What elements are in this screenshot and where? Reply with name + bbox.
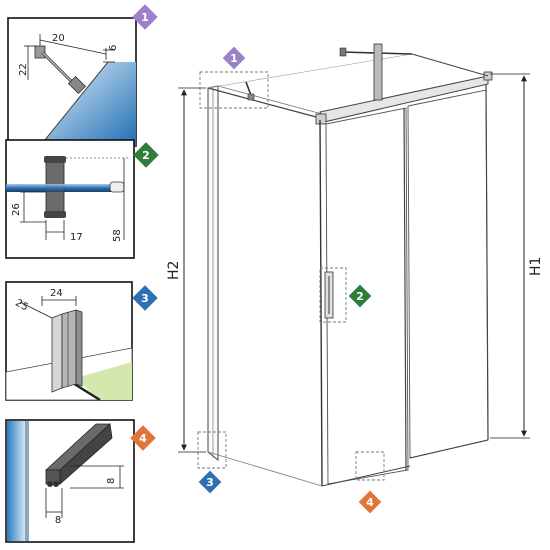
floor-tile [76,362,132,400]
main-marker-4: 4 [358,490,382,514]
badge-4: 4 [130,425,156,451]
main-enclosure [207,43,493,487]
main-marker-2: 2 [348,284,372,308]
svg-text:3: 3 [206,476,214,489]
svg-text:2: 2 [142,149,150,162]
fixed-panel [407,89,489,459]
svg-text:3: 3 [141,292,149,305]
dim-h1: H1 [490,73,544,439]
dim-24: 24 [50,288,63,299]
svg-text:4: 4 [139,432,147,445]
main-marker-1: 1 [222,46,246,70]
dim-8-height: 8 [106,478,117,484]
detail-panel-3: 25 24 [5,281,133,402]
dim-26: 26 [11,203,22,216]
badge-2: 2 [133,142,159,168]
badge-3: 3 [132,285,158,311]
marker-boxes [197,71,385,481]
dim-20: 20 [52,33,65,44]
wall-profile [51,313,63,393]
label-h1: H1 [528,257,544,276]
svg-text:1: 1 [141,11,149,24]
svg-text:2: 2 [356,290,364,303]
dim-22: 22 [18,63,29,76]
corner-connector [315,113,327,125]
detail-panel-1: 20 6 22 [7,17,137,147]
dim-6: 6 [108,45,119,51]
glass-edge [7,421,25,541]
main-marker-3: 3 [198,470,222,494]
svg-text:4: 4 [366,496,374,509]
svg-text:1: 1 [230,52,238,65]
detail-panel-4: 8 8 [5,419,135,543]
glass-pane [40,62,136,146]
vertical-post [373,43,383,101]
dim-58: 58 [112,229,123,242]
label-h2: H2 [166,261,182,280]
tube-end-cap [109,181,125,193]
dim-17: 17 [70,232,83,243]
detail-panel-2: 26 17 58 [5,139,135,259]
dim-h2: H2 [166,87,206,453]
dim-8-width: 8 [55,515,61,526]
